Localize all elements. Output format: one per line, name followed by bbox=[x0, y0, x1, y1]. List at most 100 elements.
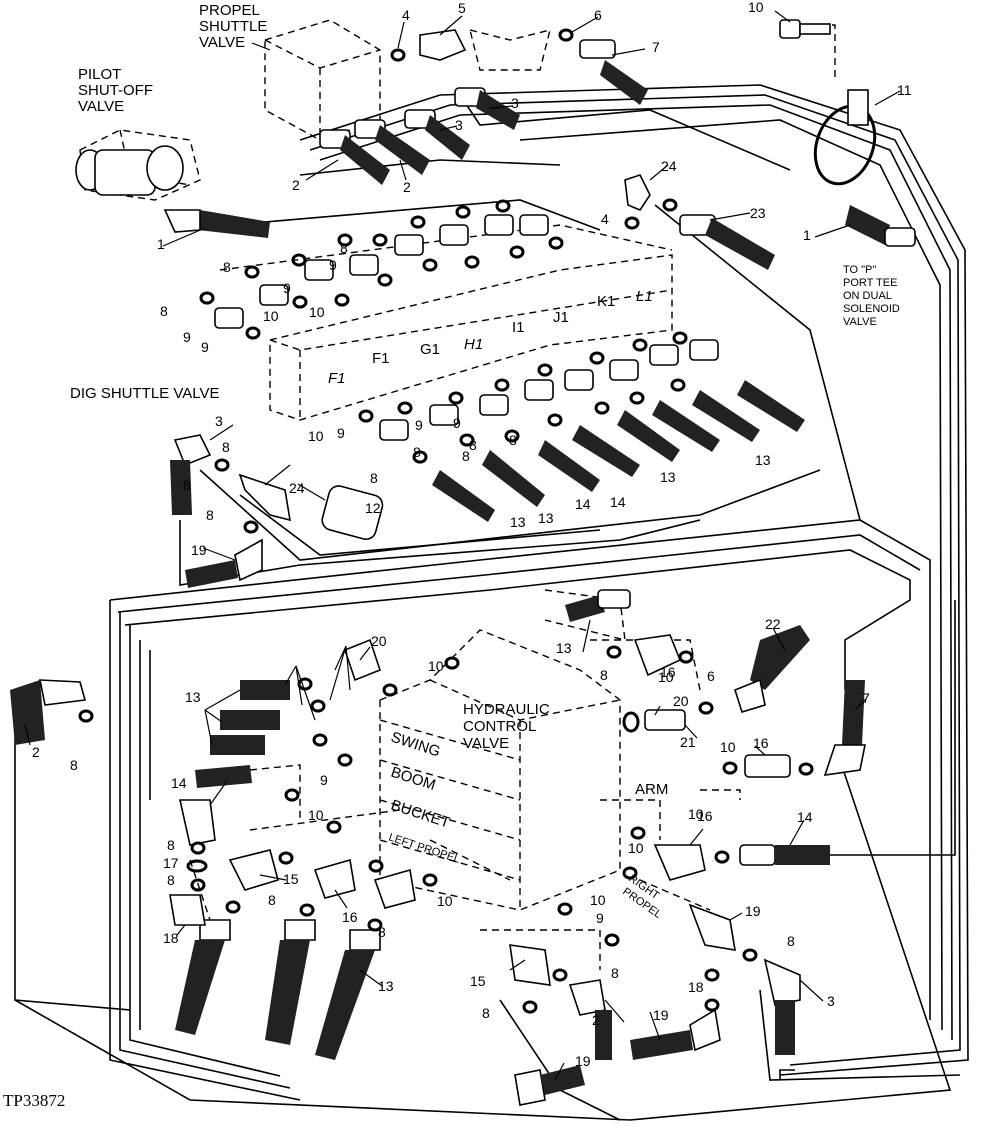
boom-label: BOOM bbox=[389, 764, 438, 794]
gasket-26-icon bbox=[321, 485, 384, 541]
hose-2-lower-icon bbox=[568, 979, 612, 1060]
callout-13: 13 bbox=[556, 640, 572, 656]
callout-16: 16 bbox=[753, 735, 769, 751]
callout-9: 9 bbox=[596, 910, 604, 926]
propel-shuttle-label-2: SHUTTLE bbox=[199, 18, 267, 35]
callout-8: 8 bbox=[378, 924, 386, 940]
pilot-shutoff-label-3: VALVE bbox=[78, 98, 124, 115]
callout-14: 14 bbox=[610, 494, 626, 510]
callout-9: 9 bbox=[283, 280, 291, 296]
callout-3: 3 bbox=[827, 993, 835, 1009]
callout-8: 8 bbox=[268, 892, 276, 908]
callout-17: 17 bbox=[163, 855, 179, 871]
hose-19-upper-icon bbox=[185, 538, 263, 588]
callout-18: 18 bbox=[163, 930, 179, 946]
fitting-17-icon bbox=[744, 754, 791, 778]
callout-13: 13 bbox=[510, 514, 526, 530]
callout-13: 13 bbox=[185, 689, 201, 705]
callout-3: 3 bbox=[215, 413, 223, 429]
callout-9: 9 bbox=[453, 415, 461, 431]
hose-3-left-icon bbox=[170, 434, 212, 515]
callout-13: 13 bbox=[755, 452, 771, 468]
hydraulic-control-label-2: CONTROL bbox=[463, 718, 536, 735]
callout-6: 6 bbox=[594, 7, 602, 23]
port-label-k1: K1 bbox=[597, 293, 615, 310]
callout-9: 9 bbox=[337, 425, 345, 441]
callout-13: 13 bbox=[378, 978, 394, 994]
callout-10: 10 bbox=[263, 308, 279, 324]
seal-rings bbox=[78, 28, 814, 1014]
hose-14-upper-icon bbox=[565, 589, 631, 622]
callout-8: 8 bbox=[206, 507, 214, 523]
callout-8: 8 bbox=[183, 477, 191, 493]
port-label-f1b: F1 bbox=[372, 350, 390, 367]
callout-10: 10 bbox=[658, 669, 674, 685]
callout-4: 4 bbox=[601, 211, 609, 227]
callout-24: 24 bbox=[289, 480, 305, 496]
callout-13: 13 bbox=[538, 510, 554, 526]
callout-21: 21 bbox=[680, 734, 696, 750]
pilot-shutoff-label-2: SHUT-OFF bbox=[78, 82, 153, 99]
to-p-label-5: VALVE bbox=[843, 316, 877, 328]
callout-10: 10 bbox=[309, 304, 325, 320]
fitting-21-icon bbox=[344, 638, 381, 682]
port-label-j1: J1 bbox=[553, 309, 569, 326]
to-p-label-1: TO "P" bbox=[843, 264, 876, 276]
to-p-label-2: PORT TEE bbox=[843, 277, 897, 289]
callout-8: 8 bbox=[509, 432, 517, 448]
port-label-h1: H1 bbox=[464, 336, 483, 353]
callout-13: 13 bbox=[660, 469, 676, 485]
callout-16: 16 bbox=[660, 664, 676, 680]
hose-3-lower-icon bbox=[763, 958, 801, 1055]
pilot-shutoff-valve-icon bbox=[75, 145, 270, 238]
swing-label: SWING bbox=[389, 729, 443, 761]
callout-24: 24 bbox=[661, 158, 677, 174]
hose-19-lower-icon bbox=[630, 1008, 721, 1060]
callout-8: 8 bbox=[167, 872, 175, 888]
callout-8: 8 bbox=[160, 303, 168, 319]
dig-shuttle-label: DIG SHUTTLE VALVE bbox=[70, 385, 219, 402]
callout-10: 10 bbox=[688, 806, 704, 822]
tee-20-lower-icon bbox=[688, 903, 736, 951]
callout-8: 8 bbox=[787, 933, 795, 949]
propel-shuttle-label-3: VALVE bbox=[199, 34, 245, 51]
port-label-f1a: F1 bbox=[328, 370, 346, 387]
fittings-grid-icon bbox=[214, 214, 719, 441]
tee-20-upper-icon bbox=[238, 473, 291, 522]
callout-10: 10 bbox=[748, 0, 764, 15]
to-p-label-3: ON DUAL bbox=[843, 290, 892, 302]
callout-9: 9 bbox=[201, 339, 209, 355]
elbow-5-icon bbox=[419, 29, 467, 61]
callout-5: 5 bbox=[458, 0, 466, 16]
hose-7-top-icon bbox=[579, 39, 648, 105]
callout-8: 8 bbox=[482, 1005, 490, 1021]
callout-11: 11 bbox=[897, 82, 912, 98]
callout-15: 15 bbox=[470, 973, 486, 989]
callout-8: 8 bbox=[413, 444, 421, 460]
callout-20: 20 bbox=[371, 633, 387, 649]
callout-7: 7 bbox=[862, 690, 870, 706]
callout-14: 14 bbox=[797, 809, 813, 825]
callout-14: 14 bbox=[575, 496, 591, 512]
port-label-i1: I1 bbox=[512, 319, 525, 336]
elbow-25-icon bbox=[624, 174, 651, 211]
callout-3: 3 bbox=[455, 117, 463, 133]
callout-10: 10 bbox=[308, 428, 324, 444]
callout-9: 9 bbox=[320, 772, 328, 788]
callout-14: 14 bbox=[171, 775, 187, 791]
bucket-label: BUCKET bbox=[389, 797, 452, 832]
callout-20: 20 bbox=[673, 693, 689, 709]
callout-9: 9 bbox=[415, 417, 423, 433]
callout-8: 8 bbox=[222, 439, 230, 455]
pilot-shutoff-label-1: PILOT bbox=[78, 66, 121, 83]
callout-23: 23 bbox=[750, 205, 766, 221]
callout-16: 16 bbox=[697, 808, 713, 824]
hose-1-right-icon bbox=[845, 205, 916, 247]
hose-24-icon bbox=[679, 214, 775, 270]
hose-19-bottom-icon bbox=[514, 1065, 585, 1106]
hydraulic-control-label-3: VALVE bbox=[463, 735, 509, 752]
callout-8: 8 bbox=[462, 448, 470, 464]
